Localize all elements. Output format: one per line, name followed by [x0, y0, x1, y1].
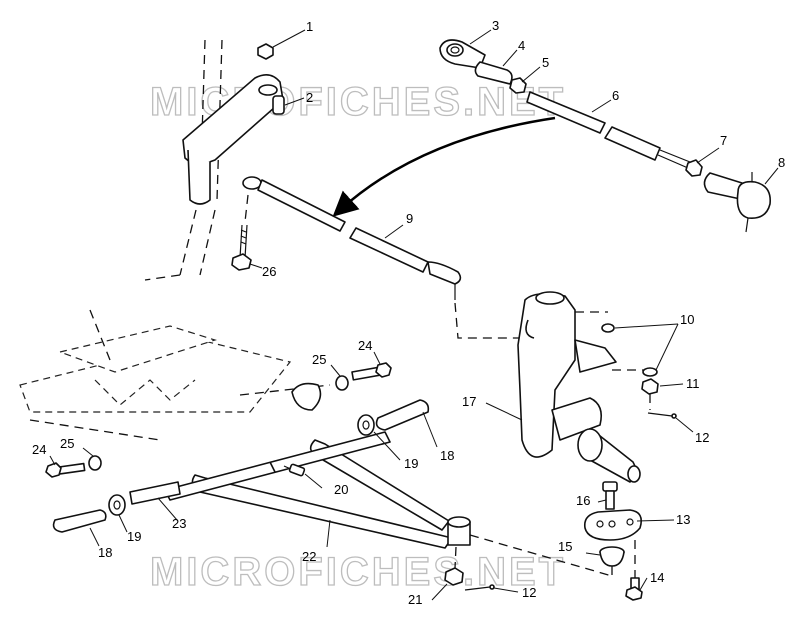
callout-22: 22: [302, 549, 316, 564]
callout-17: 17: [462, 394, 476, 409]
callout-24-left: 24: [32, 442, 46, 457]
tie-rod-9: [242, 176, 462, 300]
callout-4: 4: [518, 38, 525, 53]
part-pin-12-lower: [464, 584, 495, 591]
part-bushing-18-right: [375, 399, 430, 431]
callout-2: 2: [306, 90, 313, 105]
tie-rod-6: [526, 91, 691, 169]
callout-21: 21: [408, 592, 422, 607]
callout-7: 7: [720, 133, 727, 148]
callout-6: 6: [612, 88, 619, 103]
callout-18-right: 18: [440, 448, 454, 463]
part-washer-25-left: [88, 455, 102, 471]
dash-guide-9: [454, 302, 520, 339]
callout-14: 14: [650, 570, 664, 585]
part-pin-12-upper: [647, 412, 677, 419]
callout-15: 15: [558, 539, 572, 554]
part-ball-joint-15: [599, 546, 625, 567]
callout-25-left: 25: [60, 436, 74, 451]
part-bushing-18-left: [52, 509, 107, 533]
steering-column: [144, 39, 285, 281]
part-fitting-20: [283, 463, 306, 477]
part-bolt-14: [625, 577, 643, 601]
callout-8: 8: [778, 155, 785, 170]
callout-3: 3: [492, 18, 499, 33]
part-washer-25-right: [335, 375, 349, 391]
part-bolt-24-right: [351, 362, 392, 381]
part-washer-10b: [642, 367, 658, 377]
watermark-bottom: MICROFICHES.NET: [150, 550, 566, 594]
callout-labels: 1 2 3 4 5 6 7 8 9 10 11 12 13 14 15 16 1…: [32, 18, 785, 607]
dash-guide-22: [469, 534, 613, 577]
part-nut-11: [641, 378, 659, 395]
callout-11: 11: [686, 376, 700, 391]
callout-19-right: 19: [404, 456, 418, 471]
part-washer-10a: [601, 323, 615, 333]
part-boot-4: [474, 61, 513, 85]
callout-9: 9: [406, 211, 413, 226]
part-bolt-24-left: [45, 462, 86, 478]
part-washer-19-right: [357, 414, 375, 436]
dash-guide-21: [454, 546, 457, 569]
part-nut-21: [444, 567, 464, 586]
transfer-arrow: [332, 116, 556, 217]
part-bolt-26: [231, 224, 252, 271]
a-arm-22: [164, 431, 471, 549]
callout-1: 1: [306, 19, 313, 34]
callout-12-upper: 12: [695, 430, 709, 445]
steering-knuckle-17: [517, 291, 641, 483]
vehicle-frame: [19, 309, 331, 441]
dash-guide-26: [244, 194, 249, 223]
callout-24-right: 24: [358, 338, 372, 353]
callout-23: 23: [172, 516, 186, 531]
callout-13: 13: [676, 512, 690, 527]
part-washer-19-left: [108, 494, 126, 516]
ball-joint-8: [703, 172, 772, 233]
part-nut-1: [257, 43, 274, 60]
callout-25-right: 25: [312, 352, 326, 367]
tie-rod-end-3: [439, 39, 486, 69]
callout-18-left: 18: [98, 545, 112, 560]
part-bolt-16: [602, 481, 618, 510]
part-plate-13: [583, 509, 643, 541]
callout-20: 20: [334, 482, 348, 497]
callout-5: 5: [542, 55, 549, 70]
callout-16: 16: [576, 493, 590, 508]
part-nut-7: [685, 159, 703, 177]
leader-lines: [49, 29, 779, 601]
callout-19-left: 19: [127, 529, 141, 544]
part-tube-23: [129, 481, 181, 505]
callout-26: 26: [262, 264, 276, 279]
callout-12-lower: 12: [522, 585, 536, 600]
callout-10: 10: [680, 312, 694, 327]
